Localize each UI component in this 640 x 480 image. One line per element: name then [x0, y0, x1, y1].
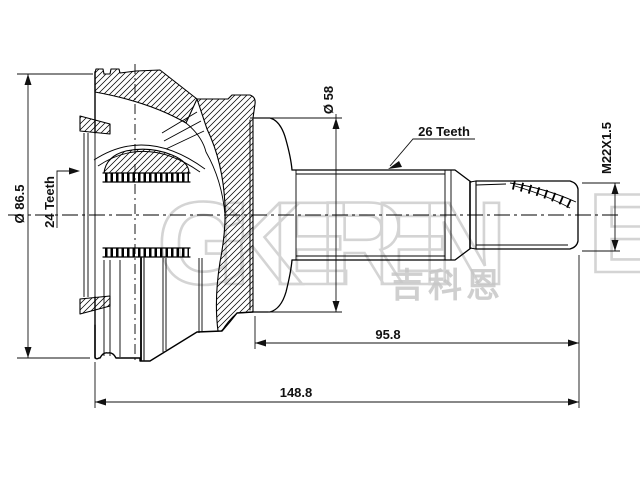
inner-spline-teeth-label: 24 Teeth	[42, 176, 57, 228]
arrow-up-icon	[332, 118, 340, 129]
bell-bottom-silhouette	[94, 311, 254, 362]
arrow-leader-icon	[388, 161, 402, 169]
dim-shaft-spline-teeth: 26 Teeth	[388, 124, 475, 169]
dim-body-diameter: Ø 58	[250, 86, 342, 313]
shaft-length-label: 95.8	[375, 327, 400, 342]
boot-groove-land-top	[252, 117, 293, 171]
outer-diameter-label: Ø 86.5	[12, 184, 27, 223]
dim-inner-spline-teeth: 24 Teeth	[42, 167, 80, 228]
thread-minor-line-top	[475, 183, 507, 186]
arrow-left-icon	[95, 398, 106, 406]
dim-shaft-length: 95.8	[254, 255, 580, 408]
arrow-right-icon	[568, 398, 579, 406]
track-chamfer-lines	[161, 111, 205, 150]
thread-body-outline	[475, 180, 579, 250]
watermark-chinese-text: 吉科恩	[390, 266, 504, 306]
arrow-down-icon	[24, 347, 32, 358]
snap-ring-groove	[444, 170, 452, 260]
arrow-down-icon	[611, 240, 619, 251]
bell-housing	[79, 68, 293, 362]
bore-spline-band-bottom	[102, 247, 191, 258]
shaft-spline-teeth-label: 26 Teeth	[418, 124, 470, 139]
dim-total-length: 148.8	[94, 362, 579, 408]
total-length-label: 148.8	[280, 385, 313, 400]
thread-runout	[509, 180, 577, 210]
shaft-top-edge	[291, 169, 472, 183]
dim-outer-diameter: Ø 86.5	[12, 73, 93, 359]
arrow-right-icon	[568, 339, 579, 347]
centerlines	[8, 64, 622, 364]
inner-race-assembly	[93, 111, 226, 258]
cage-arc-inner	[93, 144, 206, 170]
arrow-down-icon	[332, 301, 340, 312]
arrow-left-icon	[255, 339, 266, 347]
dim-thread-spec: M22X1.5	[582, 122, 620, 252]
bell-neck-section	[196, 94, 256, 332]
bore-spline-band-top	[102, 172, 191, 183]
boot-collar-groove-lines	[103, 260, 121, 357]
spline-shaft	[291, 169, 472, 261]
ball-track-arc	[185, 122, 226, 216]
shaft-bottom-edge	[291, 247, 472, 261]
arrow-up-icon	[611, 183, 619, 194]
watermark-brand-text: GKEREN	[157, 178, 507, 310]
arrow-up-icon	[24, 74, 32, 85]
cage-arc-outer	[97, 150, 201, 173]
collar-caps	[469, 180, 477, 250]
threaded-stub	[469, 180, 579, 250]
body-diameter-label: Ø 58	[321, 86, 336, 114]
watermark: GKEREN EN 吉科恩	[156, 170, 640, 312]
boot-groove-land-bottom	[252, 259, 293, 313]
bell-top-wall-section	[94, 68, 198, 124]
bore-spline-edges	[83, 133, 89, 297]
spline-root-lines	[296, 173, 445, 257]
thread-spec-label: M22X1.5	[599, 122, 614, 174]
arrow-right-icon	[69, 167, 80, 175]
barrel-surface-lines	[162, 258, 203, 352]
